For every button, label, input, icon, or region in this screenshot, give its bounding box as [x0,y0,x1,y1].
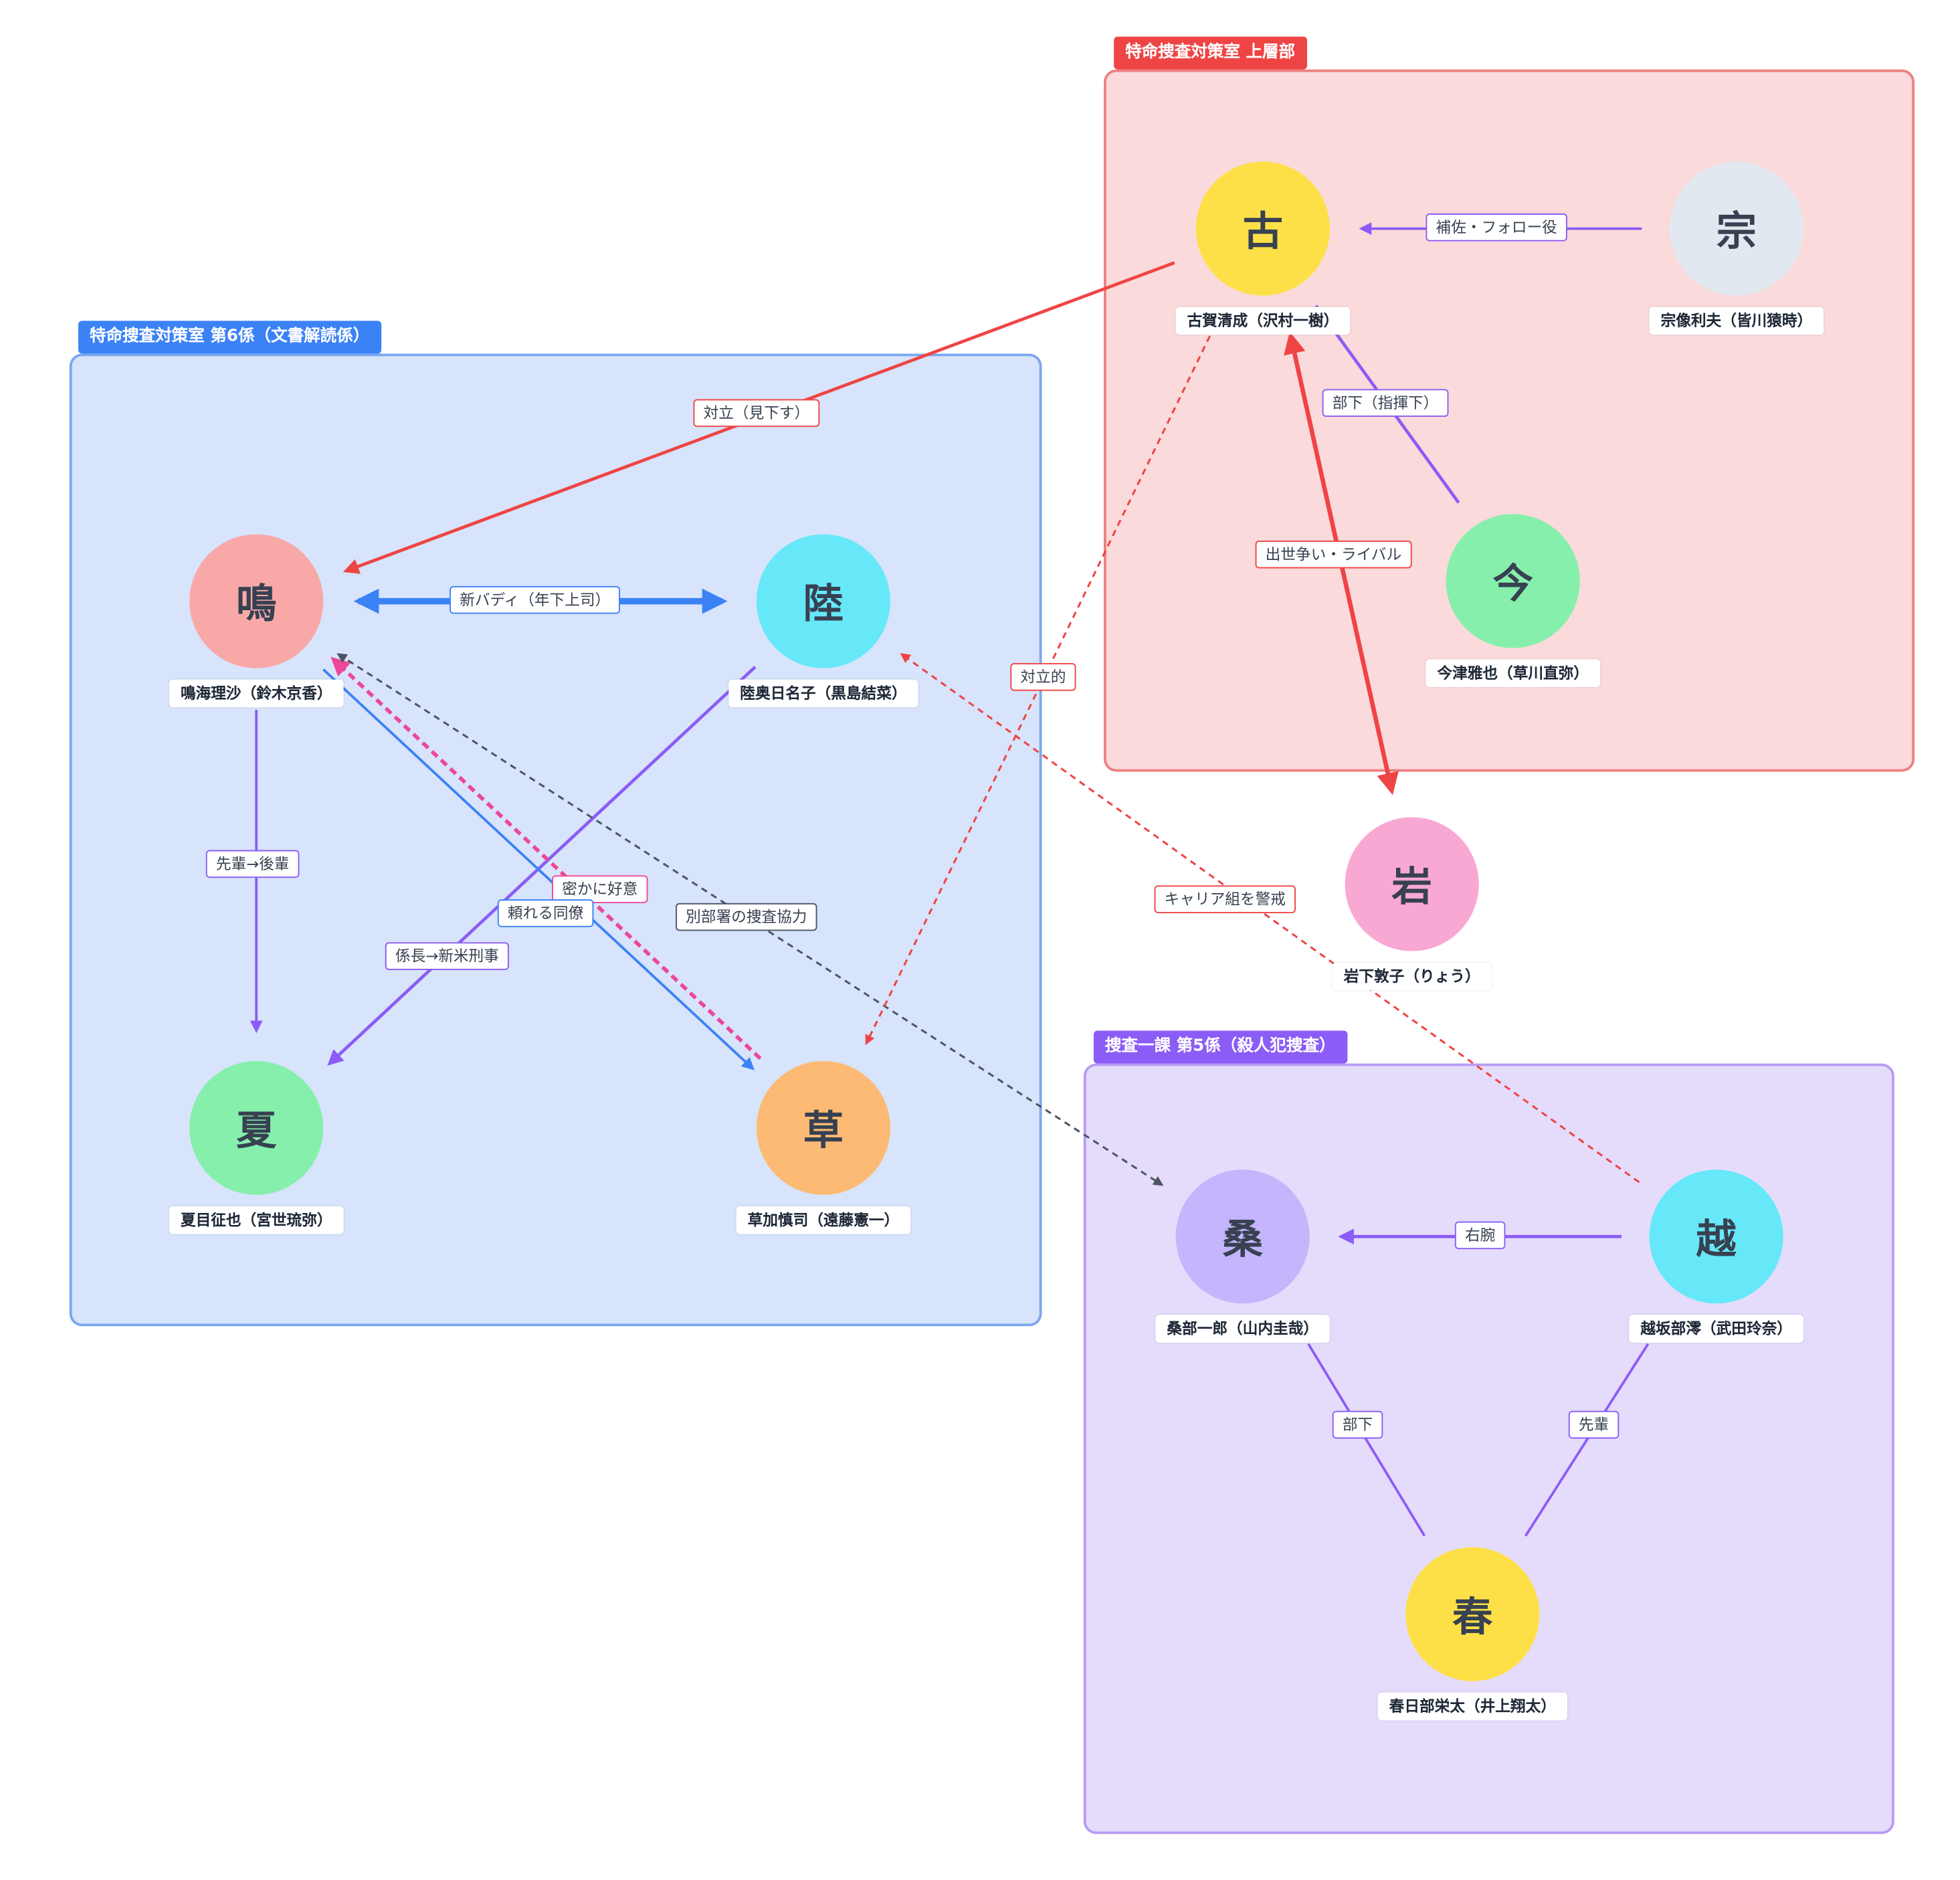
group-section6-title: 特命捜査対策室 第6係（文書解読係） [78,320,381,354]
node-haru[interactable]: 春 [1405,1547,1540,1681]
label-other-dept: 別部署の捜査協力 [676,903,817,931]
node-iwa[interactable]: 岩 [1345,817,1479,951]
node-naru[interactable]: 鳴 [189,534,324,668]
node-ima[interactable]: 今 [1446,514,1580,648]
name-ko: 古賀清成（沢村一樹） [1175,306,1351,335]
label-new-buddy: 新バディ（年下上司） [450,585,621,614]
edge-subordinate [1307,1343,1426,1537]
name-kusa: 草加慎司（遠藤憲一） [736,1206,911,1234]
edge-kakaricho [327,666,757,1066]
label-opposing: 対立的 [1010,663,1076,691]
label-secret-love: 密かに好意 [552,875,648,903]
label-reliable: 頼れる同僚 [497,899,594,927]
node-natsu[interactable]: 夏 [189,1060,324,1195]
label-wary-career: キャリア組を警戒 [1154,885,1296,913]
edge-senior [1524,1343,1650,1537]
node-etsu[interactable]: 越 [1649,1169,1783,1304]
name-so: 宗像利夫（皆川猿時） [1649,306,1824,335]
name-haru: 春日部栄太（井上翔太） [1377,1692,1567,1721]
name-riku: 陸奥日名子（黒島結菜） [728,679,918,708]
label-subordinate: 部下 [1332,1410,1383,1439]
node-kusa[interactable]: 草 [756,1060,890,1195]
label-right-hand: 右腕 [1454,1221,1506,1250]
label-senior: 先輩 [1568,1410,1620,1439]
node-riku[interactable]: 陸 [756,534,890,668]
name-iwa: 岩下敦子（りょう） [1332,962,1492,991]
group-upper-title: 特命捜査対策室 上層部 [1114,36,1307,70]
label-subordinate-command: 部下（指揮下） [1322,389,1449,417]
name-kuwa: 桑部一郎（山内圭哉） [1155,1315,1330,1343]
edge-opposing [865,335,1211,1046]
edge-wary-career [900,653,1640,1184]
node-so[interactable]: 宗 [1669,161,1803,296]
label-senpai-kohai: 先輩→後輩 [205,850,300,878]
node-ko[interactable]: 古 [1195,161,1330,296]
name-etsu: 越坂部澪（武田玲奈） [1629,1315,1803,1343]
label-kakaricho: 係長→新米刑事 [385,942,509,970]
name-naru: 鳴海理沙（鈴木京香） [169,679,344,708]
name-ima: 今津雅也（草川直弥） [1426,659,1600,688]
node-kuwa[interactable]: 桑 [1175,1169,1310,1304]
name-natsu: 夏目征也（宮世琉弥） [169,1206,344,1234]
label-conflict-lookdown: 対立（見下す） [693,399,820,428]
label-rival: 出世争い・ライバル [1255,541,1412,569]
label-assist: 補佐・フォロー役 [1426,213,1567,242]
